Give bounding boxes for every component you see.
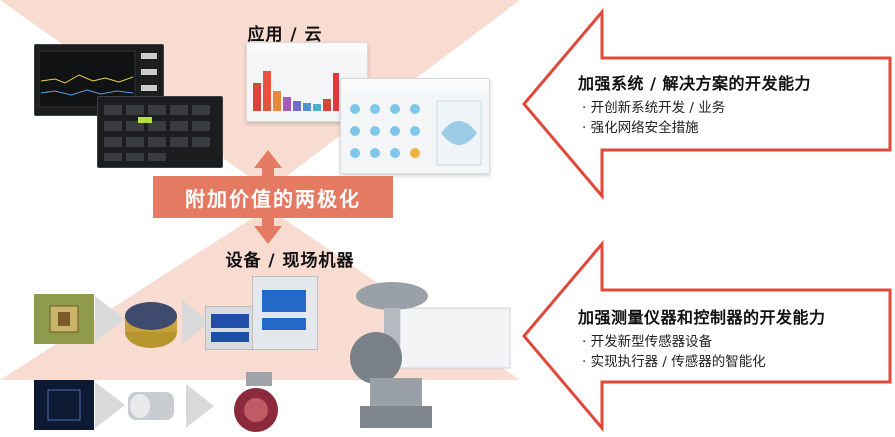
transmitter-icon	[234, 372, 278, 432]
health-overview-screenshot	[340, 78, 490, 174]
chevron-right-icon	[182, 300, 210, 344]
controller-display-icon	[205, 306, 255, 350]
arrow-left-icon	[522, 239, 892, 433]
cylindrical-sensor-icon	[128, 392, 174, 420]
instrument-capability-bullet: · 开发新型传感器设备	[582, 334, 713, 350]
instrument-capability-bullet: · 实现执行器 / 传感器的智能化	[582, 354, 766, 370]
system-capability-bullet: · 强化网络安全措施	[582, 120, 699, 136]
system-capability-bullet: · 开创新系统开发 / 业务	[582, 100, 726, 116]
polarization-banner: 附加价值的两极化	[153, 176, 393, 218]
arrow-up-icon	[254, 150, 282, 176]
arrow-left-icon	[522, 7, 892, 201]
top-label: 应用 / 云	[247, 25, 323, 45]
chevron-right-icon	[186, 384, 214, 428]
dashboard-tiles-icon	[341, 79, 489, 166]
arrow-down-icon	[254, 218, 282, 244]
digital-controller-icon	[252, 276, 318, 350]
sensor-chip-icon	[34, 294, 94, 344]
control-valve-icon	[350, 282, 511, 428]
chevron-right-icon	[95, 296, 125, 342]
pressure-sensor-icon	[125, 302, 177, 348]
grid-icon	[104, 105, 210, 161]
system-capability-heading: 加强系统 / 解决方案的开发能力	[578, 74, 811, 93]
microchip-icon	[34, 380, 94, 430]
bottom-label: 设备 / 现场机器	[225, 251, 355, 271]
dark-grid-screenshot	[97, 96, 223, 168]
histogram-chart-icon	[247, 43, 367, 111]
chevron-right-icon	[95, 382, 125, 428]
instrument-capability-heading: 加强测量仪器和控制器的开发能力	[578, 308, 826, 327]
